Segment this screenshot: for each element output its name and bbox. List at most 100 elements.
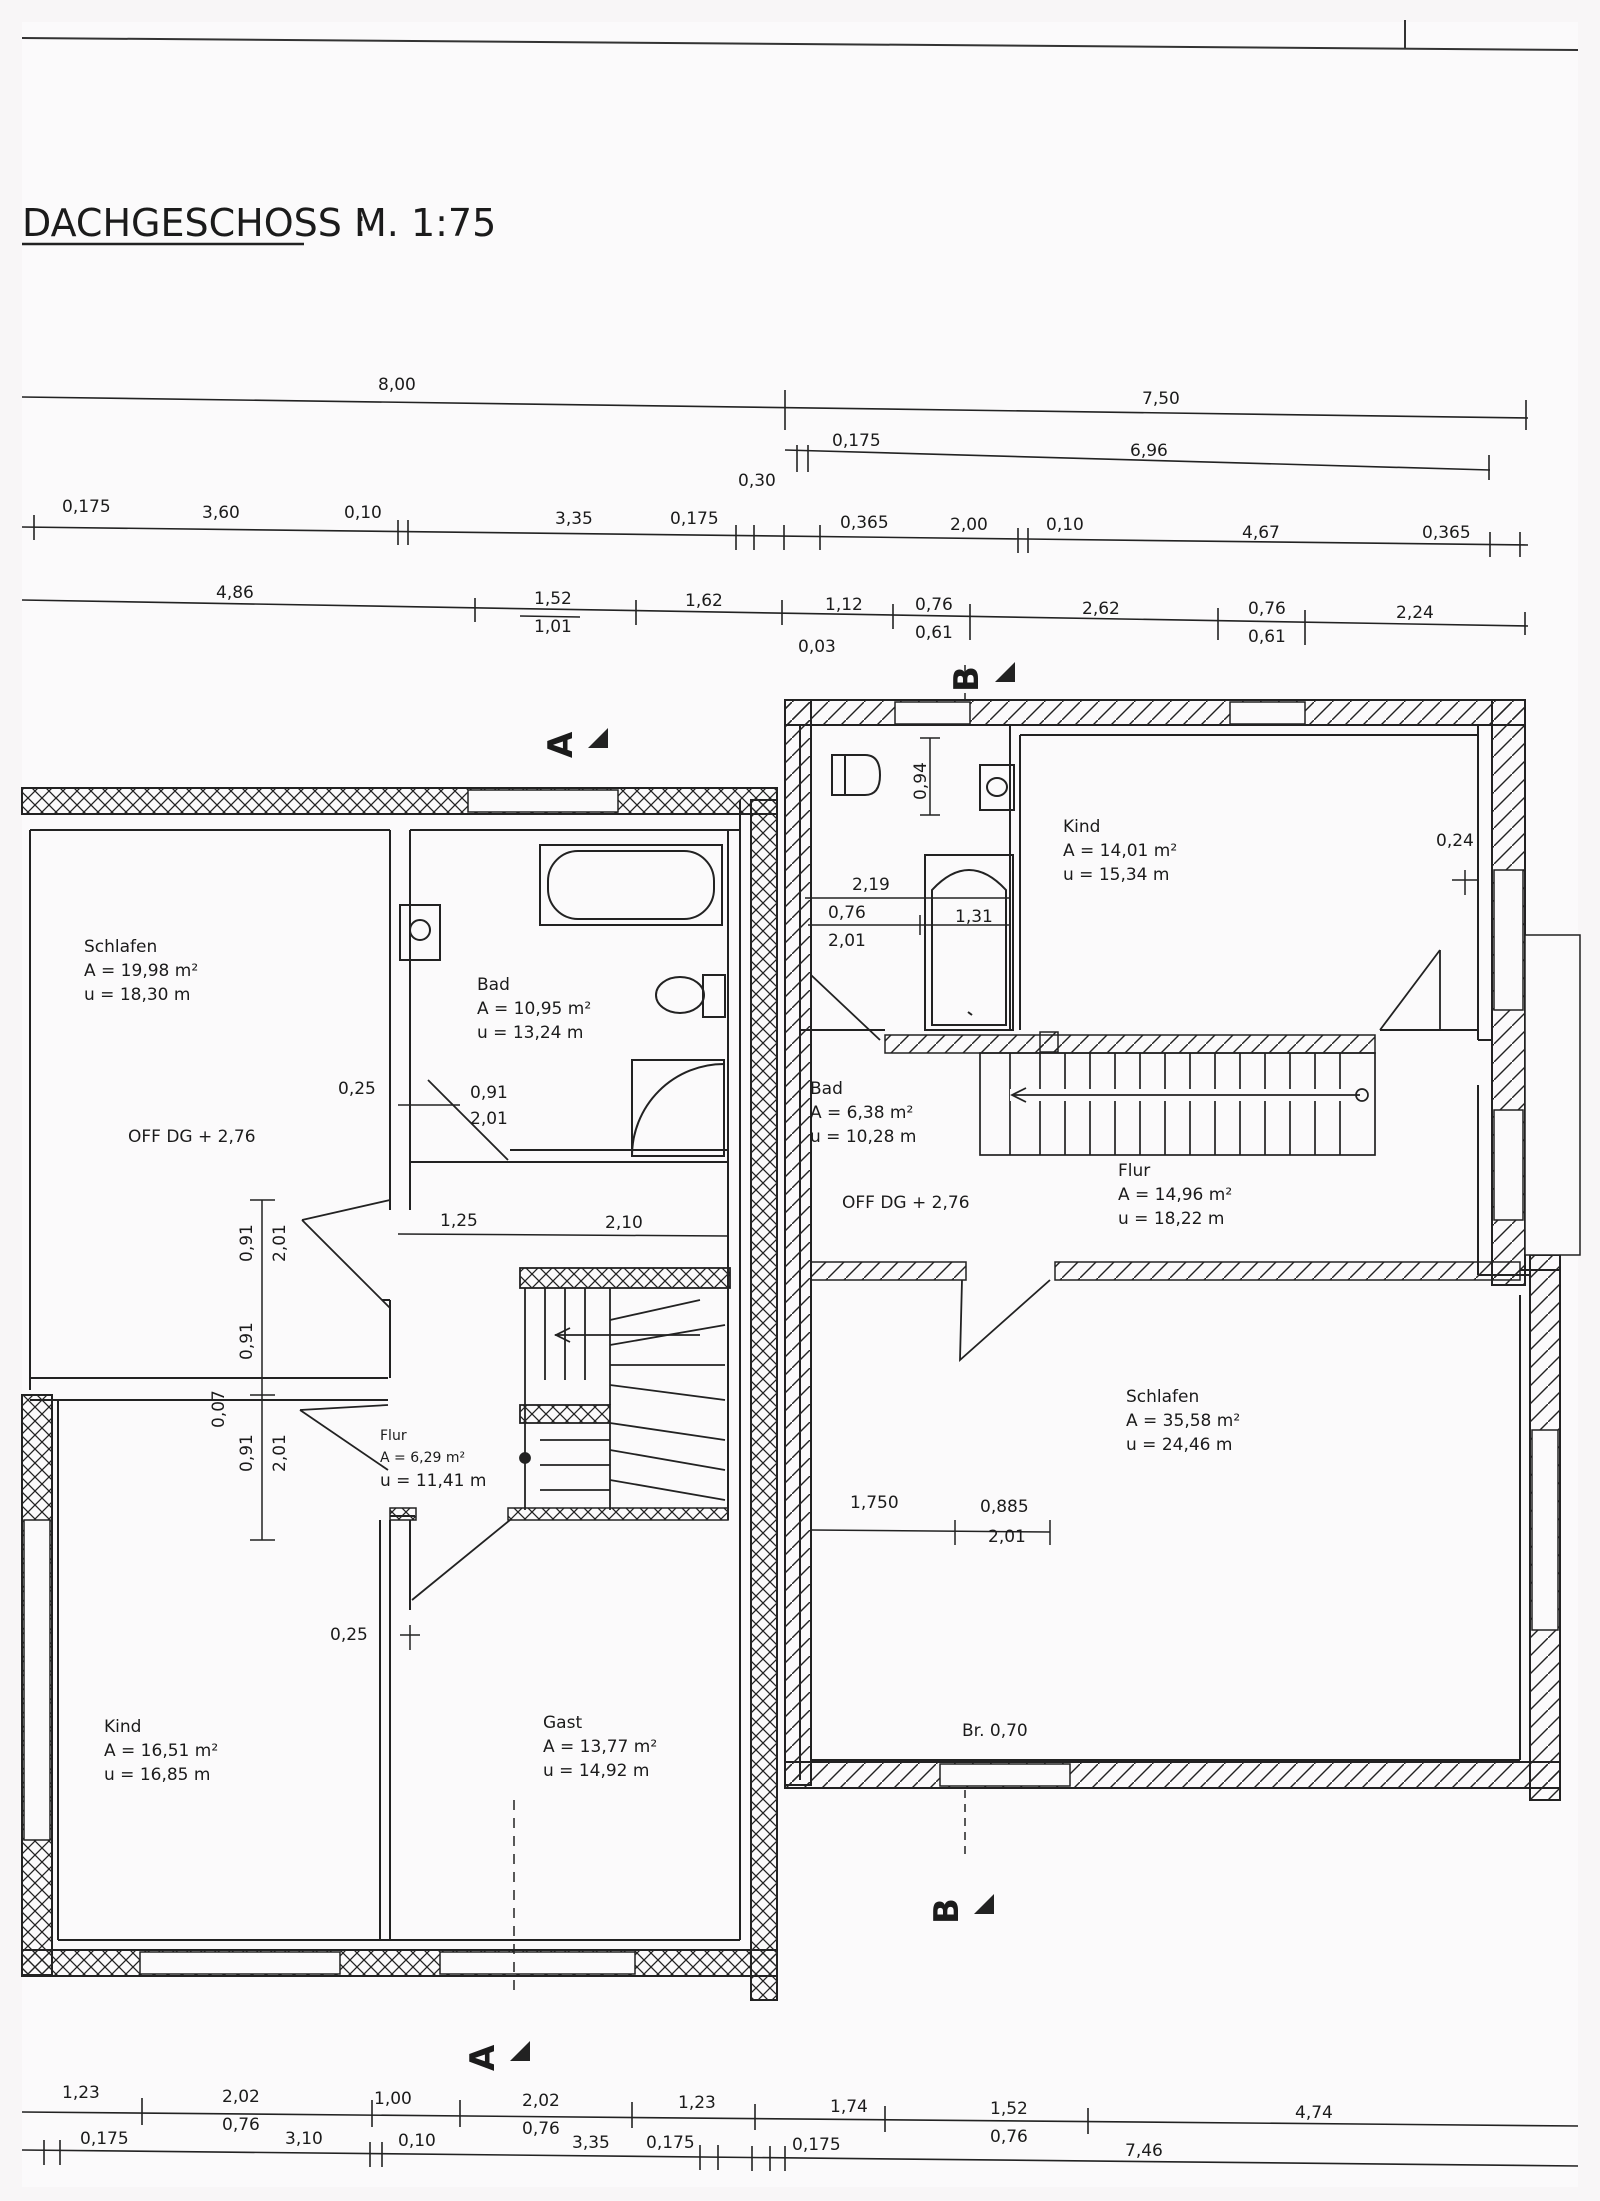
svg-text:Bad: Bad — [810, 1079, 843, 1099]
dim-r4-6: 0,76 — [915, 595, 953, 615]
svg-text:Schlafen: Schlafen — [1126, 1387, 1199, 1407]
svg-text:0,91: 0,91 — [237, 1434, 257, 1472]
dim-r4-0: 4,86 — [216, 583, 254, 603]
dim-r3-3: 3,35 — [555, 509, 593, 529]
svg-text:0,885: 0,885 — [980, 1497, 1029, 1517]
svg-text:A = 35,58 m²: A = 35,58 m² — [1126, 1411, 1240, 1431]
window-width-note: Br. 0,70 — [962, 1721, 1028, 1741]
top-dimension-labels: 8,00 7,50 0,175 6,96 0,30 0,175 3,60 0,1… — [62, 375, 1471, 657]
svg-text:u = 18,22 m: u = 18,22 m — [1118, 1209, 1224, 1229]
right-bath-fixtures — [831, 754, 1015, 1031]
svg-text:2,01: 2,01 — [828, 931, 866, 951]
room-flur-right: Flur A = 14,96 m² u = 18,22 m — [1118, 1161, 1232, 1229]
svg-text:0,25: 0,25 — [330, 1625, 368, 1645]
section-marker-a-bottom: A — [463, 2041, 530, 2071]
dim-r4-11: 2,24 — [1396, 603, 1434, 623]
left-staircase — [519, 1267, 731, 1510]
svg-text:4,74: 4,74 — [1295, 2103, 1333, 2123]
left-building-walls — [21, 787, 778, 2001]
svg-text:0,10: 0,10 — [398, 2131, 436, 2151]
svg-text:2,10: 2,10 — [605, 1213, 643, 1233]
room-kind-right: Kind A = 14,01 m² u = 15,34 m — [1063, 817, 1177, 885]
svg-text:2,02: 2,02 — [522, 2091, 560, 2111]
room-kind-left: Kind A = 16,51 m² u = 16,85 m — [104, 1717, 218, 1785]
room-bad-right: Bad A = 6,38 m² u = 10,28 m — [810, 1079, 916, 1147]
svg-text:0,24: 0,24 — [1436, 831, 1474, 851]
bottom-dimension-chains — [21, 2098, 1579, 2171]
dim-r4-4: 1,12 — [825, 595, 863, 615]
svg-text:A = 19,98 m²: A = 19,98 m² — [84, 961, 198, 981]
svg-text:u = 24,46 m: u = 24,46 m — [1126, 1435, 1232, 1455]
svg-text:Kind: Kind — [1063, 817, 1100, 837]
svg-text:Gast: Gast — [543, 1713, 582, 1733]
svg-text:u = 15,34 m: u = 15,34 m — [1063, 865, 1169, 885]
svg-text:1,52: 1,52 — [990, 2099, 1028, 2119]
svg-text:u = 16,85 m: u = 16,85 m — [104, 1765, 210, 1785]
svg-text:u = 13,24 m: u = 13,24 m — [477, 1023, 583, 1043]
left-interior-dims — [250, 1104, 729, 1990]
svg-text:2,01: 2,01 — [270, 1224, 290, 1262]
svg-text:0,175: 0,175 — [80, 2129, 129, 2149]
svg-text:A: A — [463, 2044, 503, 2071]
svg-text:B: B — [947, 666, 987, 692]
right-interior-dims — [805, 665, 1478, 1855]
dim-r3-6: 2,00 — [950, 515, 988, 535]
svg-text:0,175: 0,175 — [646, 2133, 695, 2153]
svg-text:A = 10,95 m²: A = 10,95 m² — [477, 999, 591, 1019]
svg-text:B: B — [927, 1898, 967, 1924]
dim-r3-8: 4,67 — [1242, 523, 1280, 543]
inner-dimension-labels: 0,94 0,24 2,19 0,76 2,01 1,31 0,25 0,91 … — [209, 762, 1474, 1645]
dim-r3-7: 0,10 — [1046, 515, 1084, 535]
room-schlafen-right: Schlafen A = 35,58 m² u = 24,46 m — [1126, 1387, 1240, 1455]
svg-text:1,25: 1,25 — [440, 1211, 478, 1231]
dim-r4-9: 0,76 — [1248, 599, 1286, 619]
dim-top-6-96: 6,96 — [1130, 441, 1168, 461]
dim-r4-10: 0,61 — [1248, 627, 1286, 647]
svg-text:A = 16,51 m²: A = 16,51 m² — [104, 1741, 218, 1761]
right-building-walls — [784, 699, 1581, 1801]
svg-text:1,23: 1,23 — [678, 2093, 716, 2113]
top-frame-line — [21, 37, 1579, 51]
svg-text:Schlafen: Schlafen — [84, 937, 157, 957]
top-dimension-chains — [21, 390, 1529, 645]
svg-text:0,91: 0,91 — [237, 1224, 257, 1262]
svg-text:A = 14,96 m²: A = 14,96 m² — [1118, 1185, 1232, 1205]
svg-text:A = 13,77 m²: A = 13,77 m² — [543, 1737, 657, 1757]
room-flur-left: Flur A = 6,29 m² u = 11,41 m — [380, 1428, 486, 1491]
dim-r4-7: 0,61 — [915, 623, 953, 643]
dim-top-8-00: 8,00 — [378, 375, 416, 395]
svg-text:1,31: 1,31 — [955, 907, 993, 927]
room-bad-left: Bad A = 10,95 m² u = 13,24 m — [477, 975, 591, 1043]
svg-text:0,76: 0,76 — [828, 903, 866, 923]
dim-r3-1: 3,60 — [202, 503, 240, 523]
svg-text:1,750: 1,750 — [850, 1493, 899, 1513]
level-right: OFF DG + 2,76 — [842, 1193, 970, 1213]
dim-top-0-30: 0,30 — [738, 471, 776, 491]
svg-text:2,01: 2,01 — [988, 1527, 1026, 1547]
dim-top-0-175: 0,175 — [832, 431, 881, 451]
svg-text:A = 14,01 m²: A = 14,01 m² — [1063, 841, 1177, 861]
svg-text:0,76: 0,76 — [990, 2127, 1028, 2147]
section-marker-b-bottom: B — [927, 1894, 994, 1924]
svg-text:Flur: Flur — [380, 1428, 407, 1444]
svg-text:0,175: 0,175 — [792, 2135, 841, 2155]
svg-text:u = 11,41 m: u = 11,41 m — [380, 1471, 486, 1491]
dim-r4-5: 0,03 — [798, 637, 836, 657]
svg-text:u = 18,30 m: u = 18,30 m — [84, 985, 190, 1005]
room-schlafen-left: Schlafen A = 19,98 m² u = 18,30 m — [84, 937, 198, 1005]
svg-text:0,94: 0,94 — [911, 762, 931, 800]
svg-text:2,02: 2,02 — [222, 2087, 260, 2107]
svg-text:7,46: 7,46 — [1125, 2141, 1163, 2161]
dim-r4-2: 1,01 — [534, 617, 572, 637]
svg-text:A = 6,38 m²: A = 6,38 m² — [810, 1103, 913, 1123]
right-staircase — [979, 1052, 1376, 1156]
room-gast: Gast A = 13,77 m² u = 14,92 m — [543, 1713, 657, 1781]
section-marker-a-top: A — [541, 728, 608, 758]
svg-text:1,74: 1,74 — [830, 2097, 868, 2117]
svg-text:A = 6,29 m²: A = 6,29 m² — [380, 1450, 465, 1466]
svg-text:2,01: 2,01 — [270, 1434, 290, 1472]
svg-text:u = 14,92 m: u = 14,92 m — [543, 1761, 649, 1781]
plan-title: DACHGESCHOSS : — [22, 201, 367, 245]
dim-r3-5: 0,365 — [840, 513, 889, 533]
